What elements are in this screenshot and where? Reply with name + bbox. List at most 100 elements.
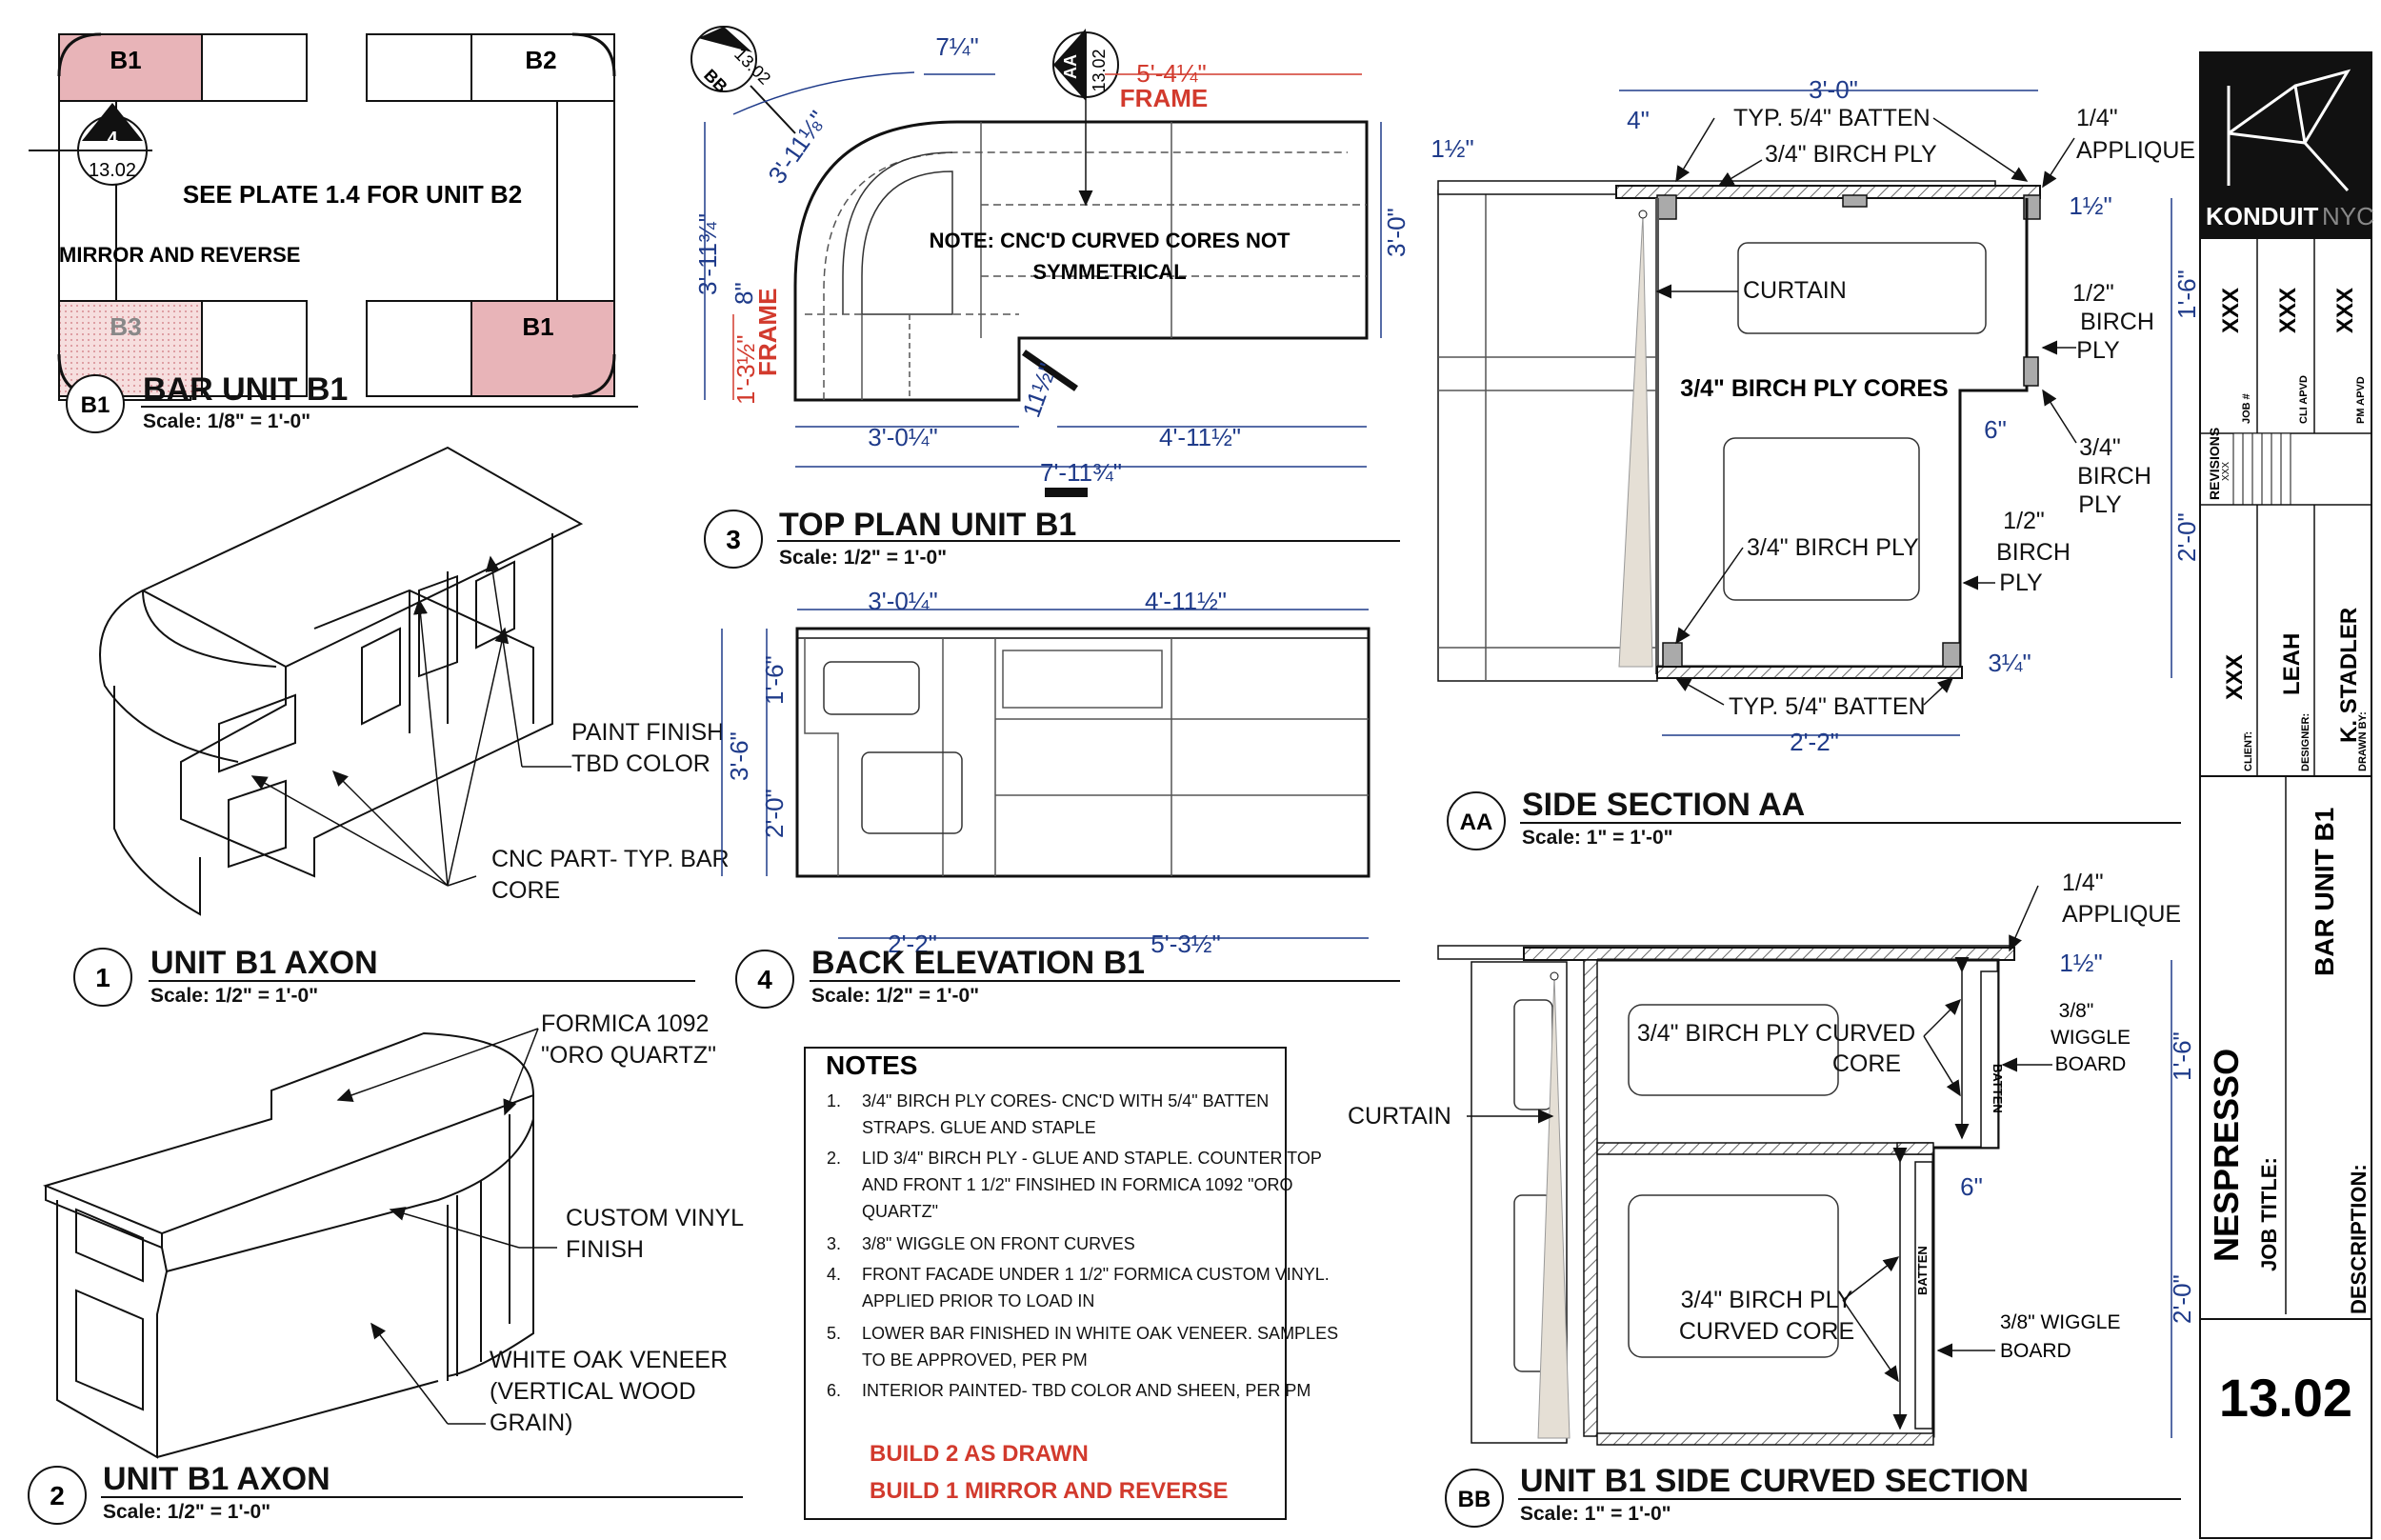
axon-view-1 bbox=[99, 446, 584, 916]
konduit-logo bbox=[2227, 69, 2351, 192]
section-bb: BATTEN BATTEN 1/4" APPLIQUE 1½" 3/4" BIR… bbox=[1348, 870, 2196, 1528]
view1-title: UNIT B1 AXON bbox=[150, 945, 378, 981]
view4-scale: Scale: 1/2" = 1'-0" bbox=[811, 985, 979, 1007]
revisions-value: XXX bbox=[2221, 462, 2231, 481]
aa-applique-1: 1/4" bbox=[2076, 105, 2118, 131]
client-label: CLIENT: bbox=[2243, 731, 2254, 771]
revisions-label: REVISIONS bbox=[2207, 428, 2222, 500]
aa-dim-1half-left: 1½" bbox=[1431, 134, 1473, 163]
bb-dim-1half: 1½" bbox=[2059, 949, 2102, 977]
drawn-label: DRAWN BY: bbox=[2357, 711, 2369, 771]
bb-wiggle-top-2: WIGGLE bbox=[2051, 1027, 2131, 1049]
aa-dim-1-6: 1'-6" bbox=[2172, 270, 2201, 319]
aa-dim-1half-right: 1½" bbox=[2069, 191, 2111, 220]
plan-note-2: SYMMETRICAL bbox=[1032, 260, 1186, 284]
dim-notch: 11½" bbox=[1016, 359, 1062, 421]
dim-right-depth: 3'-0" bbox=[1382, 208, 1411, 257]
tag-b1-bottom: B1 bbox=[522, 312, 553, 341]
axon2-oak-3: GRAIN) bbox=[490, 1410, 573, 1436]
drawn-value: K. STADLER bbox=[2336, 608, 2362, 743]
axon-2-callouts: FORMICA 1092 "ORO QUARTZ" CUSTOM VINYL F… bbox=[28, 1010, 744, 1525]
svg-text:STRAPS. GLUE AND STAPLE: STRAPS. GLUE AND STAPLE bbox=[862, 1118, 1096, 1137]
svg-text:APPLIED PRIOR TO LOAD IN: APPLIED PRIOR TO LOAD IN bbox=[862, 1291, 1094, 1310]
bb-wiggle-top-1: 3/8" bbox=[2059, 1000, 2094, 1022]
key-ref-top: 4 bbox=[107, 129, 118, 150]
build-as-drawn: BUILD 2 AS DRAWN bbox=[870, 1441, 1089, 1467]
bb-dim-6: 6" bbox=[1960, 1172, 1983, 1201]
cli-label: CLI APVD bbox=[2298, 375, 2310, 424]
view1-number: 1 bbox=[95, 963, 110, 992]
aa-half-birch-2c: PLY bbox=[1999, 570, 2043, 596]
aa-dim-3-quarter: 3¼" bbox=[1988, 649, 2031, 677]
top-plan: 13.02 BB AA 13.02 NOTE: CNC'D CURVED COR… bbox=[690, 26, 1411, 569]
svg-text:1.: 1. bbox=[827, 1091, 841, 1110]
svg-text:3/8" WIGGLE ON FRONT CURVES: 3/8" WIGGLE ON FRONT CURVES bbox=[862, 1234, 1135, 1253]
brand-nyc: NYC bbox=[2322, 202, 2374, 230]
svg-text:6.: 6. bbox=[827, 1381, 841, 1400]
axon1-callout-cnc-1: CNC PART- TYP. BAR bbox=[491, 846, 730, 872]
aa-half-birch-1b: BIRCH bbox=[2080, 309, 2154, 335]
svg-text:3.: 3. bbox=[827, 1234, 841, 1253]
aa-birch-inner: 3/4" BIRCH PLY bbox=[1747, 534, 1919, 561]
axon2-vinyl-1: CUSTOM VINYL bbox=[566, 1205, 744, 1231]
client-value: XXX bbox=[2222, 654, 2248, 700]
axon2-formica-1: FORMICA 1092 bbox=[541, 1010, 709, 1037]
aa-bubble: AA bbox=[1460, 810, 1493, 835]
aa-half-birch-2a: 1/2" bbox=[2003, 508, 2045, 534]
brand-konduit: KONDUIT bbox=[2206, 202, 2319, 230]
plan-note-1: NOTE: CNC'D CURVED CORES NOT bbox=[930, 229, 1291, 252]
elev-dim-bottom-right: 5'-3½" bbox=[1150, 930, 1220, 958]
tag-b1-top: B1 bbox=[110, 46, 141, 74]
build-mirror: BUILD 1 MIRROR AND REVERSE bbox=[870, 1478, 1228, 1504]
view2-scale: Scale: 1/2" = 1'-0" bbox=[103, 1501, 270, 1523]
bb-core-top-2: CORE bbox=[1832, 1050, 1901, 1077]
designer-value: LEAH bbox=[2279, 633, 2305, 695]
key-ref-bottom: 13.02 bbox=[89, 160, 136, 181]
bb-wiggle-bottom-1: 3/8" WIGGLE bbox=[2000, 1311, 2121, 1333]
axon2-vinyl-2: FINISH bbox=[566, 1236, 644, 1263]
notes-box: NOTES 1. 3/4" BIRCH PLY CORES- CNC'D WIT… bbox=[804, 1047, 1338, 1520]
designer-label: DESIGNER: bbox=[2300, 713, 2311, 771]
bb-dim-1-6: 1'-6" bbox=[2168, 1031, 2196, 1081]
view1-scale: Scale: 1/2" = 1'-0" bbox=[150, 985, 318, 1007]
section-aa: 3'-0" 4" 1½" 1½" TYP. 5/4" BATTEN 3/4" B… bbox=[1431, 75, 2201, 850]
sheet-number: 13.02 bbox=[2219, 1368, 2352, 1428]
bb-scale: Scale: 1" = 1'-0" bbox=[1520, 1503, 1671, 1525]
dim-radius: 3'-11⅛" bbox=[762, 106, 832, 190]
axon2-oak-2: (VERTICAL WOOD bbox=[490, 1378, 696, 1405]
dim-left-depth: 3'-11¾" bbox=[693, 213, 722, 295]
view3-number: 3 bbox=[726, 525, 741, 554]
tag-b2: B2 bbox=[525, 46, 556, 74]
aa-bottom-width: 2'-2" bbox=[1790, 728, 1839, 756]
elev-dim-bottom-left: 2'-2" bbox=[888, 930, 937, 958]
back-elevation: 3'-0¼" 4'-11½" 3'-6" 1'-6" 2'-0" 2'-2" 5… bbox=[721, 587, 1400, 1009]
notes-heading: NOTES bbox=[826, 1050, 917, 1080]
dim-frame-label: FRAME bbox=[1120, 84, 1208, 112]
svg-text:5.: 5. bbox=[827, 1324, 841, 1343]
bb-dim-2-0: 2'-0" bbox=[2168, 1274, 2196, 1324]
job-title-label: JOB TITLE: bbox=[2257, 1157, 2281, 1271]
dim-overall: 7'-11¾" bbox=[1040, 458, 1122, 487]
dim-left-8: 8" bbox=[730, 282, 758, 305]
key-scale: Scale: 1/8" = 1'-0" bbox=[143, 410, 310, 432]
elev-dim-lower: 2'-0" bbox=[760, 789, 789, 838]
aa-cores: 3/4" BIRCH PLY CORES bbox=[1680, 375, 1948, 402]
svg-text:FRONT FACADE UNDER 1 1/2" FORM: FRONT FACADE UNDER 1 1/2" FORMICA CUSTOM… bbox=[862, 1265, 1330, 1284]
job-no-label: JOB # bbox=[2241, 393, 2252, 424]
aa-dim-4: 4" bbox=[1627, 106, 1650, 134]
axon2-formica-2: "ORO QUARTZ" bbox=[541, 1042, 716, 1069]
aa-marker-left: AA bbox=[1061, 54, 1080, 79]
aa-marker-right: 13.02 bbox=[1090, 49, 1109, 91]
bb-core-bottom-1: 3/4" BIRCH PLY bbox=[1681, 1287, 1853, 1313]
aa-applique-2: APPLIQUE bbox=[2076, 137, 2195, 164]
view4-number: 4 bbox=[757, 965, 772, 994]
svg-text:3/4" BIRCH PLY CORES- CNC'D WI: 3/4" BIRCH PLY CORES- CNC'D WITH 5/4" BA… bbox=[862, 1091, 1269, 1110]
bb-wiggle-top-3: BOARD bbox=[2055, 1053, 2127, 1075]
svg-text:INTERIOR PAINTED- TBD COLOR AN: INTERIOR PAINTED- TBD COLOR AND SHEEN, P… bbox=[862, 1381, 1311, 1400]
dim-bottom-left: 3'-0¼" bbox=[868, 423, 937, 451]
view2-number: 2 bbox=[50, 1481, 65, 1510]
aa-scale: Scale: 1" = 1'-0" bbox=[1522, 827, 1673, 849]
dim-frame-depth-label: FRAME bbox=[753, 289, 782, 376]
pm-label: PM APVD bbox=[2355, 376, 2367, 424]
